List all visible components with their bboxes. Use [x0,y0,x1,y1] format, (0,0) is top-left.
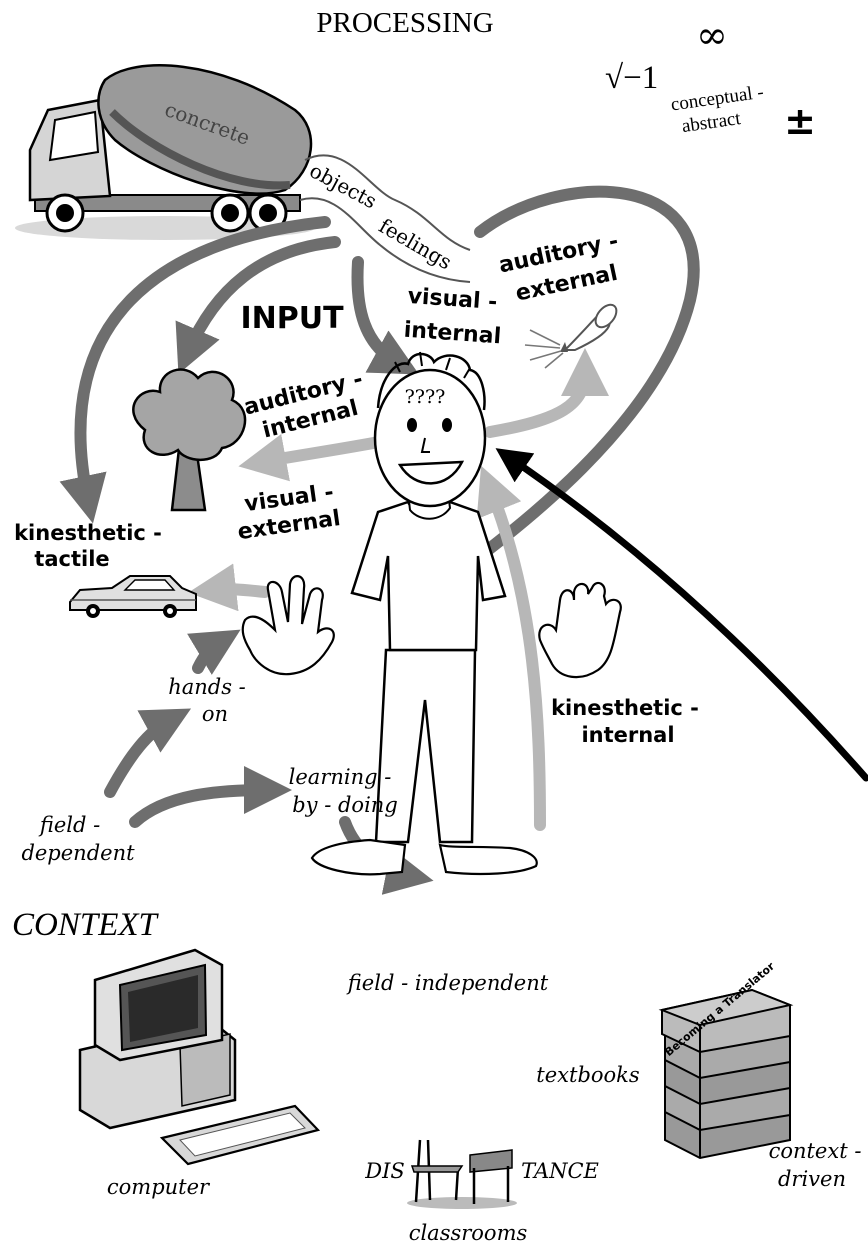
dis-label: DIS [364,1159,405,1183]
arrow-context-to-head [495,448,868,782]
hands-on-line1: hands - [168,675,246,699]
arrow-truck-to-head [351,256,420,375]
arrow-field-to-learning [129,766,292,828]
processing-title: PROCESSING [316,7,493,39]
tree-icon [132,368,247,512]
computer-icon [78,948,321,1166]
textbooks-label: textbooks [536,1063,640,1087]
visual-internal-line1: visual - [407,284,498,315]
arrow-truck-to-kinesthetic [59,216,331,524]
arrow-kinesthetic-internal [476,465,546,831]
person-figure: ???? [241,351,622,876]
hands-on-line2: on [202,702,228,726]
visual-internal-line2: internal [403,318,502,350]
kinesthetic-tactile-line2: tactile [34,547,109,571]
infinity-symbol: ∞ [696,13,728,57]
kinesthetic-internal-line1: kinesthetic - [551,696,699,720]
learning-by-doing-line2: by - doing [292,793,398,817]
context-title: CONTEXT [12,907,160,943]
arrow-hand-to-car [188,563,271,612]
feelings-label: feelings [375,214,456,275]
abstract-symbols: ∞ √−1 conceptual - abstract ± [605,13,816,143]
person-head [373,368,487,508]
plus-minus-symbol: ± [784,99,816,143]
big-loop-arrow [410,185,700,606]
field-independent-label: field - independent [346,971,549,995]
arrow-truck-to-tree [175,236,341,375]
context-driven-line1: context - [769,1139,862,1163]
arrow-field-to-hands-on [104,708,192,798]
sqrt-minus-one: √−1 [605,60,658,96]
horn-icon [524,303,618,369]
tance-label: TANCE [521,1159,599,1183]
objects-label: objects [306,158,381,213]
field-dependent-line1: field - [38,813,100,837]
kinesthetic-internal-line2: internal [581,723,674,747]
arrow-hands-on-to-hand [187,629,241,675]
field-dependent-line2: dependent [21,841,135,865]
concrete-truck-icon: concrete [15,64,315,240]
person-question-marks: ???? [405,386,446,408]
books-stack-icon [658,988,794,1160]
input-label: INPUT [240,301,344,336]
desk-chair-icon [407,1139,517,1209]
arrow-head-to-horn [484,348,609,438]
context-driven-line2: driven [778,1167,846,1191]
car-icon [69,575,197,618]
learning-by-doing-line1: learning - [289,765,392,789]
kinesthetic-tactile-line1: kinesthetic - [14,521,162,545]
classrooms-label: classrooms [409,1221,528,1245]
computer-label: computer [107,1175,211,1199]
